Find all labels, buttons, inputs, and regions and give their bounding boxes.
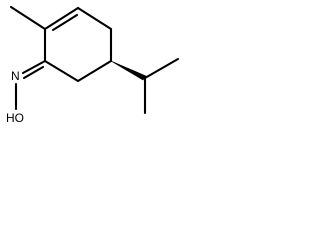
- bond-methyl-c1: [9, 5, 47, 31]
- bond-isopropyl-methyl-top: [143, 57, 180, 80]
- bond-c4-c5: [76, 59, 113, 83]
- molecule-structure-canvas: N HO: [0, 0, 186, 132]
- atom-label-nitrogen: N: [11, 69, 20, 83]
- bond-c2-c3: [76, 6, 113, 31]
- molecule-structure: N HO: [6, 5, 180, 125]
- bond-c6-n-outer: [21, 59, 47, 75]
- atom-label-hydroxyl: HO: [6, 111, 24, 125]
- bond-c1-c2-outer: [43, 6, 80, 31]
- bond-c5-c6: [43, 59, 80, 83]
- wedge-bond-stereo: [110, 60, 147, 81]
- bond-c6-n-inner: [22, 65, 45, 80]
- bond-c1-c2-inner: [51, 13, 79, 32]
